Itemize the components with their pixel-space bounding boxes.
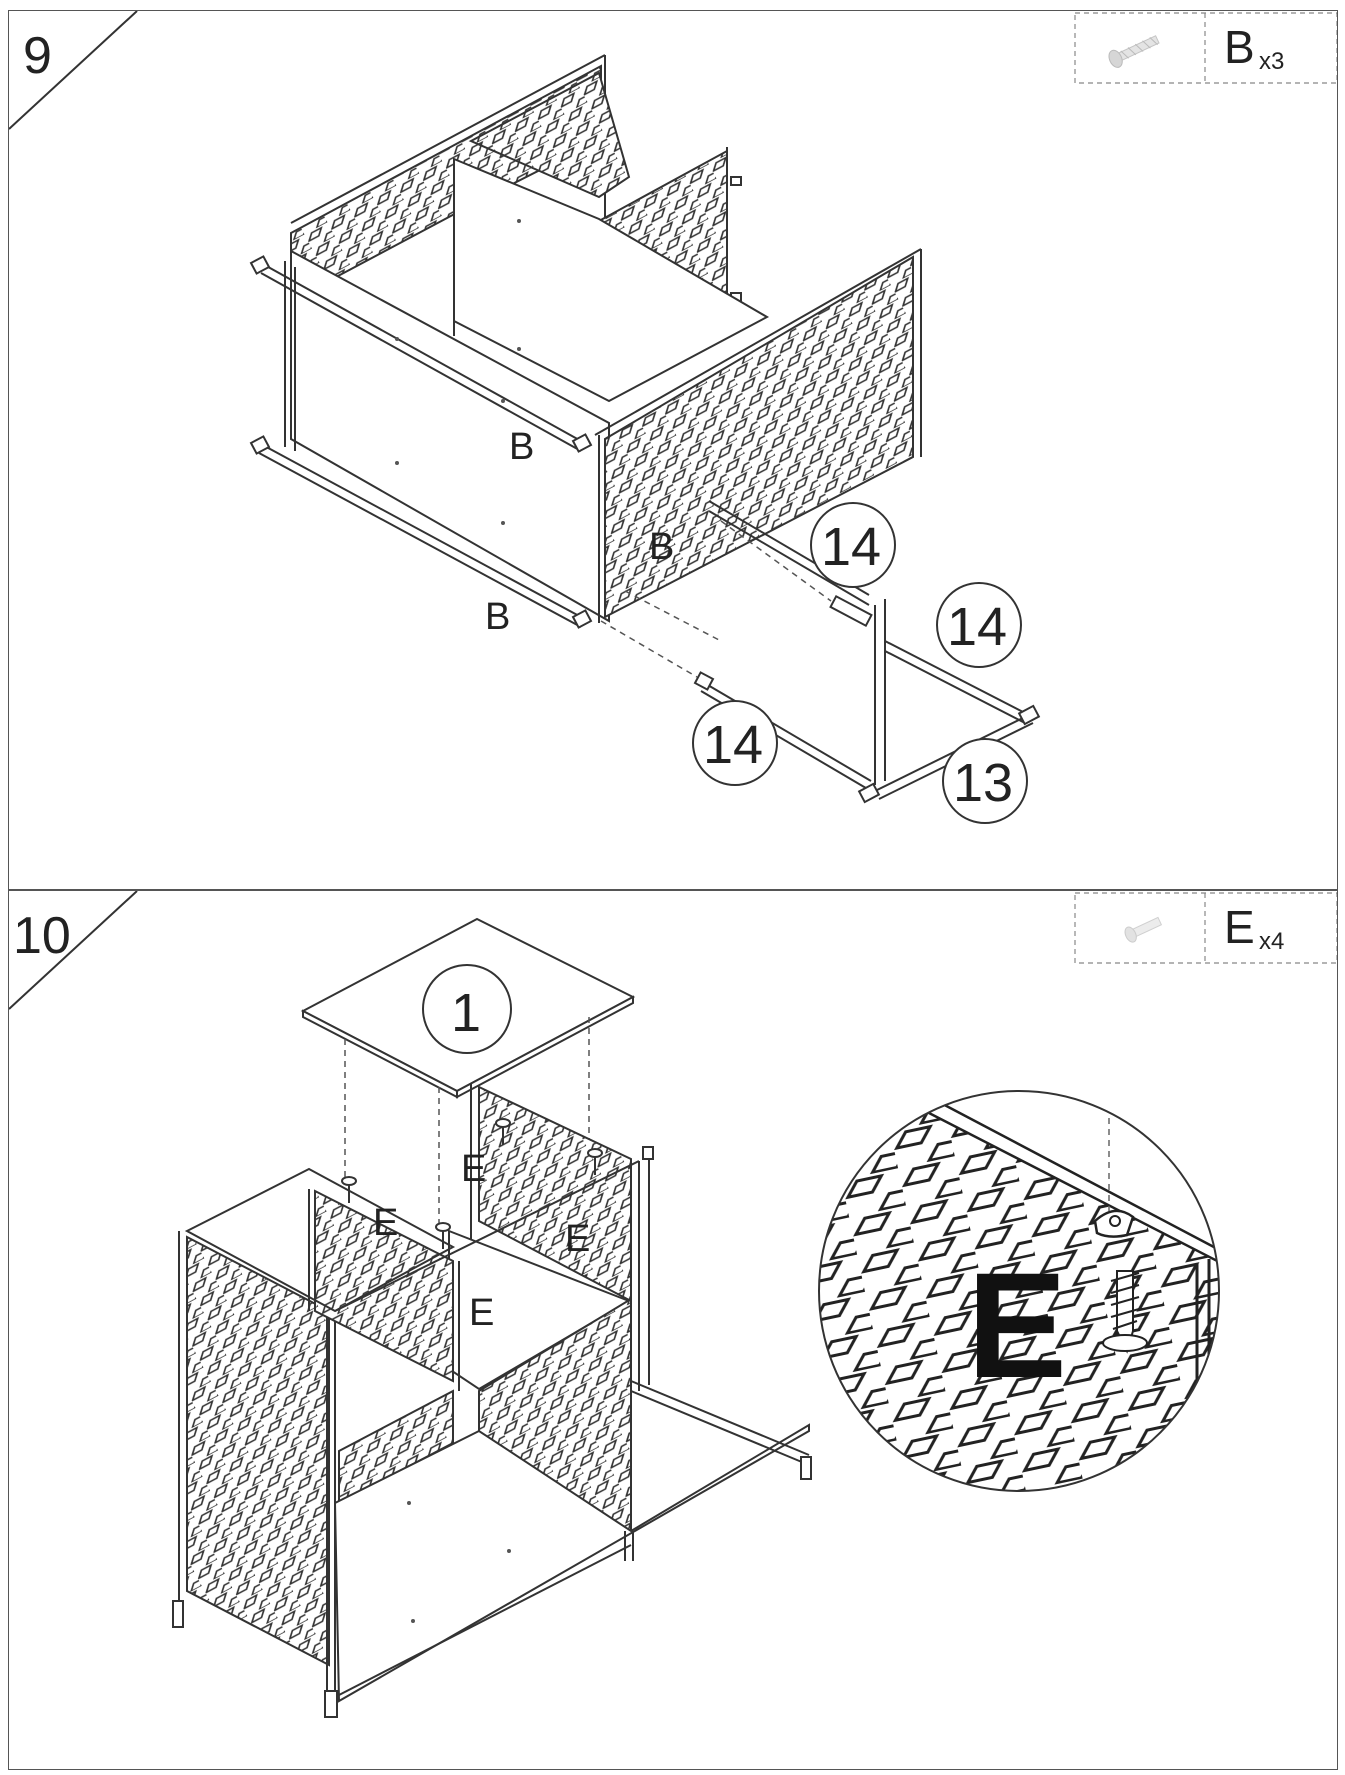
hardware-label-e: E bbox=[373, 1202, 398, 1244]
hardware-label-e: E bbox=[469, 1292, 494, 1334]
part-callout: 14 bbox=[810, 502, 896, 588]
step-marker-diagonal bbox=[9, 11, 138, 130]
screw-icon bbox=[1124, 916, 1163, 943]
screw-holes bbox=[395, 219, 521, 525]
hardware-box: B x3 bbox=[1074, 12, 1337, 84]
part-callout: 14 bbox=[692, 700, 778, 786]
hardware-letter: E bbox=[1224, 901, 1255, 953]
left-lattice-panel bbox=[186, 1235, 330, 1667]
step-9-diagram: 9 B x3 bbox=[9, 11, 1337, 824]
hardware-label-b: B bbox=[649, 526, 674, 568]
detail-magnifier: E bbox=[818, 1090, 1220, 1492]
detail-label-e: E bbox=[967, 1241, 1067, 1409]
svg-text:14: 14 bbox=[821, 517, 881, 577]
left-side-board bbox=[290, 249, 610, 623]
svg-text:14: 14 bbox=[947, 597, 1007, 657]
alignment-guide bbox=[600, 620, 698, 678]
step-number: 10 bbox=[13, 907, 71, 965]
screw-holes bbox=[407, 1501, 511, 1623]
hardware-label-e: E bbox=[461, 1148, 486, 1190]
screw-icon bbox=[1093, 1209, 1148, 1354]
inner-lattice-divider bbox=[468, 71, 631, 199]
hardware-label-b: B bbox=[485, 596, 510, 638]
hardware-box: E x4 bbox=[1074, 892, 1337, 964]
svg-text:13: 13 bbox=[953, 753, 1013, 813]
step-10-diagram: 10 E x4 1 bbox=[9, 891, 1337, 1718]
step-number: 9 bbox=[23, 27, 52, 85]
svg-text:1: 1 bbox=[451, 983, 481, 1043]
step-marker-diagonal bbox=[9, 891, 138, 1010]
hardware-label-b: B bbox=[509, 426, 534, 468]
hardware-letter: B bbox=[1224, 21, 1255, 73]
step-9-panel: 9 B x3 bbox=[8, 10, 1338, 890]
svg-text:14: 14 bbox=[703, 715, 763, 775]
screw-icon bbox=[1108, 35, 1160, 68]
front-lattice-panel bbox=[604, 255, 914, 619]
part-callout: 14 bbox=[936, 582, 1022, 668]
bottom-shelf-board bbox=[333, 1423, 810, 1703]
part-callout: 1 bbox=[422, 964, 512, 1054]
step-10-panel: 10 E x4 1 bbox=[8, 890, 1338, 1770]
part-callout: 13 bbox=[942, 738, 1028, 824]
left-box-frame bbox=[184, 1167, 456, 1313]
screw-markers bbox=[341, 1118, 603, 1249]
hardware-label-e: E bbox=[565, 1218, 590, 1260]
hardware-quantity: x4 bbox=[1259, 928, 1284, 955]
bottom-rail bbox=[258, 442, 582, 618]
top-rail bbox=[260, 262, 582, 442]
hardware-quantity: x3 bbox=[1259, 48, 1284, 75]
